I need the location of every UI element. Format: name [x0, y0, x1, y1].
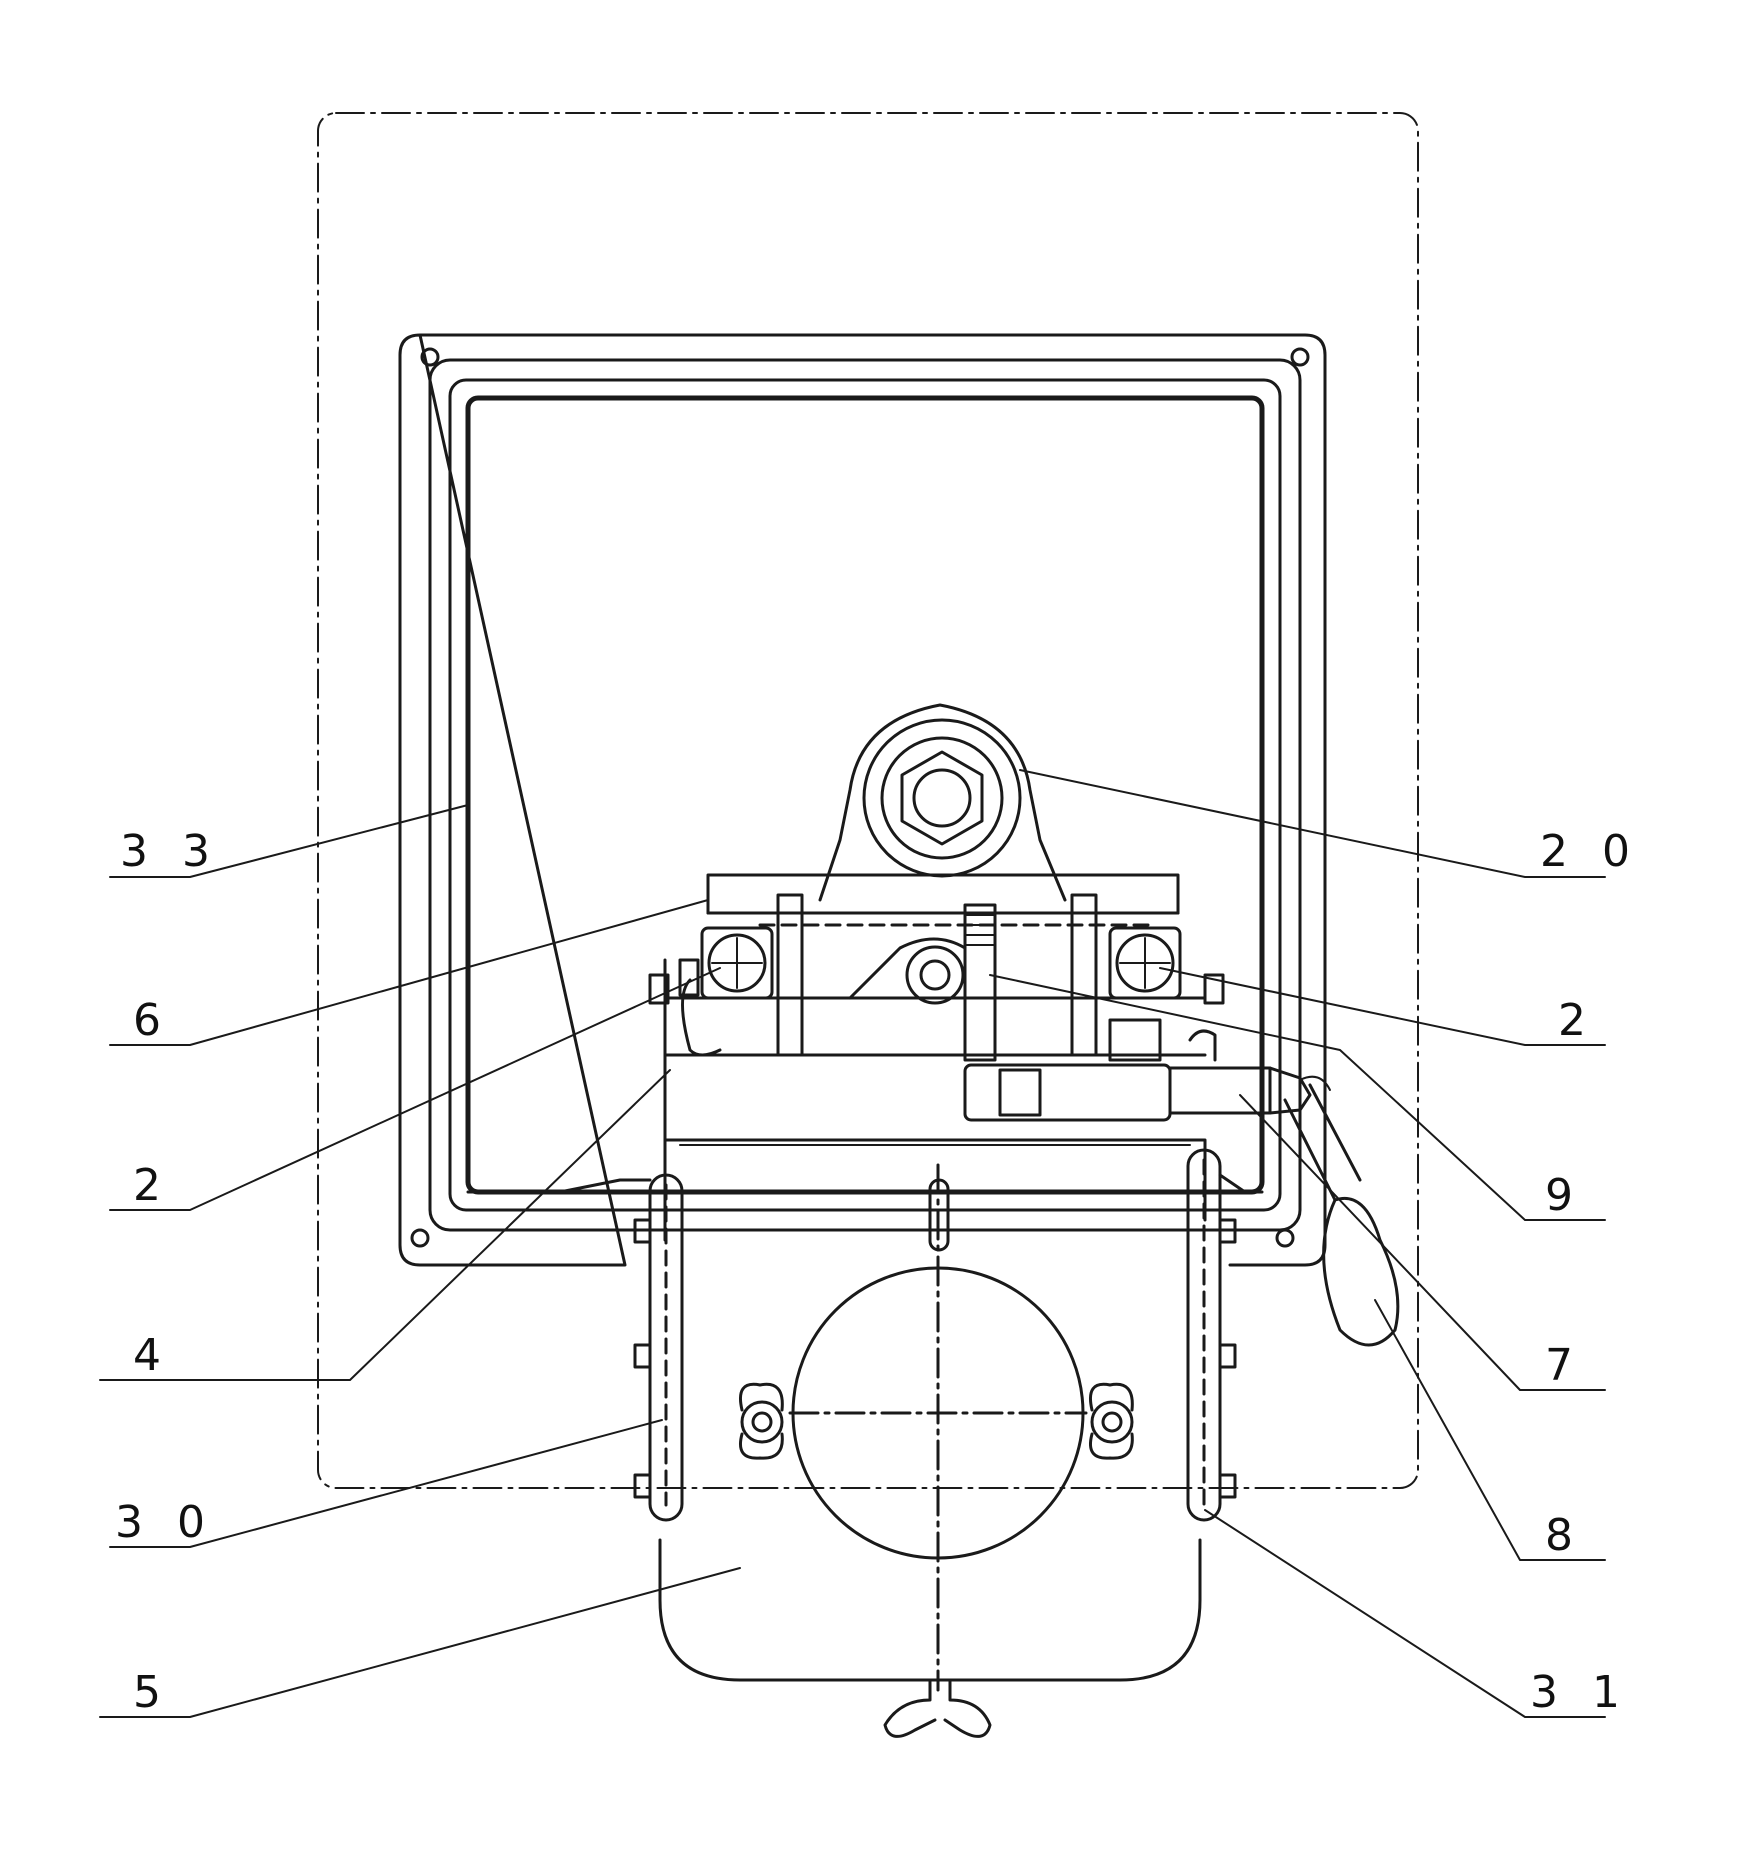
label-2-right: 2 — [1558, 995, 1596, 1046]
leader-2-left — [109, 967, 721, 1211]
label-20: 2 0 — [1540, 826, 1640, 877]
guide-rod-right-31 — [1186, 1148, 1237, 1522]
frame-bolt-bl — [410, 1228, 430, 1248]
guide-rod-left-30 — [633, 1173, 684, 1522]
leader-7 — [1239, 1094, 1606, 1391]
wingnut-right — [1089, 1382, 1134, 1460]
plate-assembly-6 — [706, 873, 1180, 927]
frame-bolt-tl — [420, 347, 440, 367]
frame-bolt-br — [1275, 1228, 1295, 1248]
label-9: 9 — [1545, 1170, 1583, 1221]
shaft-7-handle-8 — [963, 1063, 1400, 1347]
label-2-left: 2 — [133, 1160, 171, 1211]
central-hub — [848, 937, 967, 1005]
wingnut-bottom — [883, 1678, 992, 1738]
leader-31 — [1204, 1509, 1606, 1718]
roller-right-2 — [1108, 926, 1182, 1000]
leader-lines — [99, 769, 1606, 1718]
vertical-bolts — [776, 893, 1098, 1062]
slot-indicator — [928, 1178, 950, 1252]
label-5: 5 — [133, 1667, 171, 1718]
label-6: 6 — [133, 995, 171, 1046]
label-4: 4 — [133, 1330, 171, 1381]
leader-20 — [1019, 769, 1606, 878]
label-7: 7 — [1545, 1340, 1583, 1391]
label-30: 3 0 — [115, 1497, 215, 1548]
lower-bar — [648, 958, 1225, 1142]
frame-connectors — [466, 1173, 1264, 1194]
leader-30 — [109, 1419, 663, 1548]
leader-4 — [99, 1069, 671, 1381]
pulley-bearing-20 — [818, 703, 1067, 902]
leader-6 — [109, 899, 709, 1046]
leader-5 — [99, 1567, 741, 1718]
leader-9 — [989, 974, 1606, 1221]
window-frame — [398, 333, 1327, 1267]
label-31: 3 1 — [1530, 1667, 1630, 1718]
leader-2-right — [1159, 967, 1606, 1046]
wingnut-left — [739, 1382, 784, 1460]
label-8: 8 — [1545, 1510, 1583, 1561]
handle-knob-8 — [1322, 1197, 1400, 1347]
leader-8 — [1374, 1299, 1606, 1561]
roller-left-2 — [700, 926, 774, 1000]
frame-bolt-tr — [1290, 347, 1310, 367]
leader-33 — [109, 804, 469, 878]
outer-housing-outline — [317, 112, 1419, 1489]
label-33: 3 3 — [120, 826, 220, 877]
